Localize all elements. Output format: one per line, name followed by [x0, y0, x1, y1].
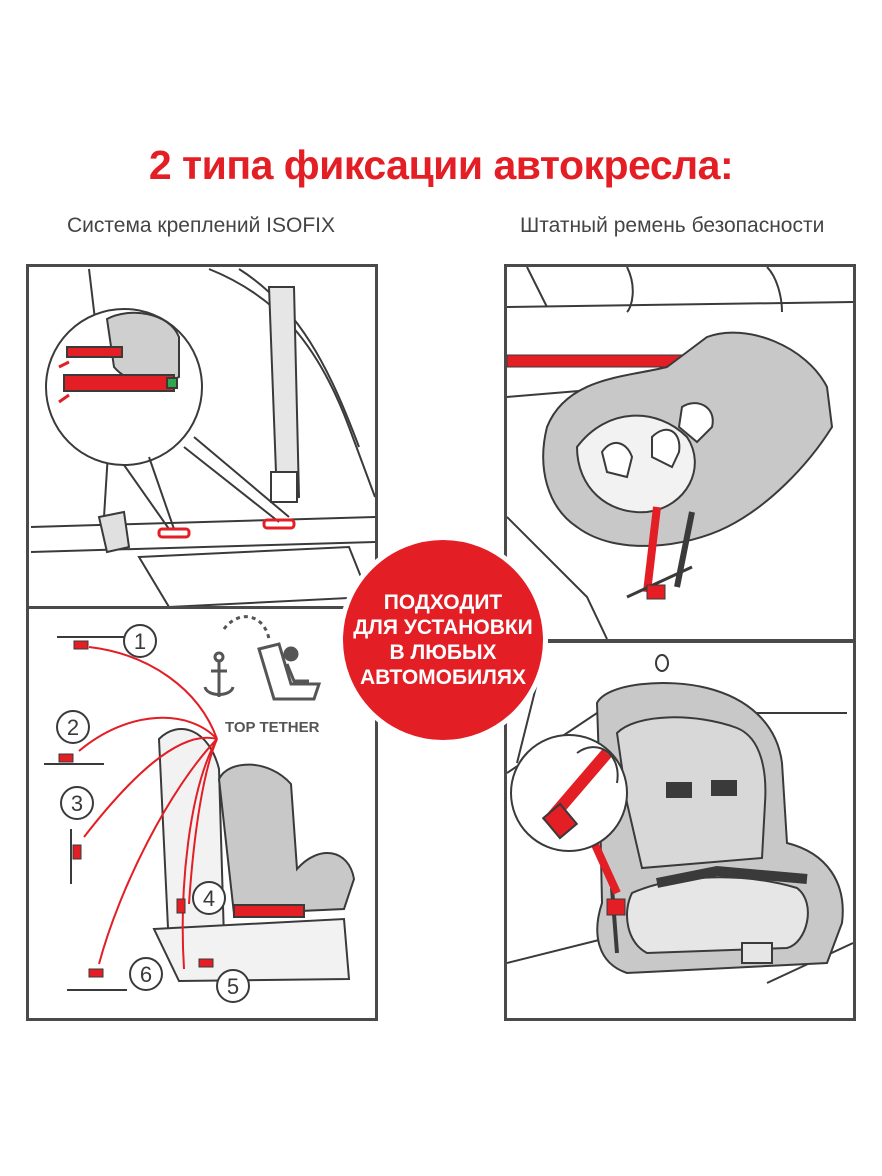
- badge-line-3: В ЛЮБЫХ: [389, 641, 497, 664]
- anchor-icon: [203, 615, 271, 697]
- tether-position-5: 5: [227, 974, 239, 999]
- infant-carrier-illustration: [507, 267, 853, 639]
- tether-position-1: 1: [134, 629, 146, 654]
- isofix-anchors-panel: [26, 264, 378, 609]
- tether-position-6: 6: [140, 962, 152, 987]
- top-tether-panel: 1 2 3 4 5 6: [26, 606, 378, 1021]
- top-tether-label: TOP TETHER: [225, 719, 320, 736]
- compatibility-badge: ПОДХОДИТ ДЛЯ УСТАНОВКИ В ЛЮБЫХ АВТОМОБИЛ…: [338, 535, 548, 745]
- isofix-illustration: [30, 268, 375, 606]
- booster-seat-panel: [504, 640, 856, 1021]
- top-tether-illustration: 1 2 3 4 5 6: [44, 615, 356, 1003]
- isofix-anchor-right: [262, 518, 296, 530]
- anchor-marker-5: [198, 958, 214, 968]
- anchor-marker-4: [176, 898, 186, 914]
- tether-position-2: 2: [67, 715, 79, 740]
- isofix-anchor-left: [157, 527, 191, 539]
- page-title: 2 типа фиксации автокресла:: [148, 142, 734, 188]
- badge-line-2: ДЛЯ УСТАНОВКИ: [353, 616, 533, 639]
- seatbelt-heading: Штатный ремень безопасности: [520, 214, 825, 237]
- badge-line-1: ПОДХОДИТ: [383, 591, 503, 614]
- infant-carrier-panel: [504, 264, 856, 642]
- anchor-marker-6: [88, 968, 104, 978]
- isofix-heading: Система креплений ISOFIX: [67, 214, 335, 237]
- booster-seat-illustration: [507, 643, 853, 984]
- tether-position-3: 3: [71, 791, 83, 816]
- tether-position-4: 4: [203, 886, 215, 911]
- anchor-marker-2: [58, 753, 74, 763]
- anchor-marker-1: [73, 640, 89, 650]
- badge-line-4: АВТОМОБИЛЯХ: [359, 666, 527, 689]
- child-seat-icon: [257, 642, 322, 701]
- anchor-marker-3: [72, 844, 82, 860]
